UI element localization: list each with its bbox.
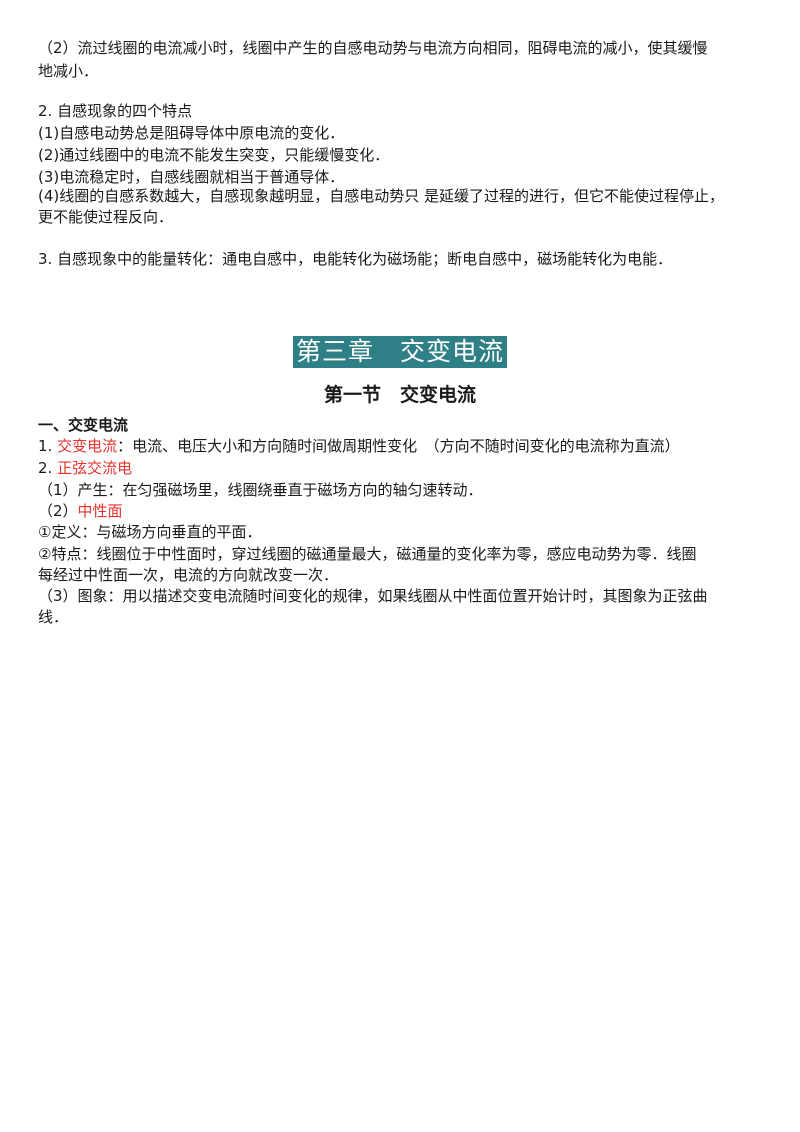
- section-title: 第一节 交变电流: [323, 384, 476, 406]
- production-text: （1）产生：在匀强磁场里，线圈绕垂直于磁场方向的轴匀速转动．: [38, 481, 483, 499]
- neutral-plane-feature-line-2: 每经过中性面一次，电流的方向就改变一次．: [38, 566, 339, 584]
- feature-item-2: (2)通过线圈中的电流不能发生突变，只能缓慢变化．: [38, 146, 390, 164]
- neutral-plane-definition: ①定义：与磁场方向垂直的平面．: [38, 523, 262, 541]
- feature-item-4-line-1: (4)线圈的自感系数越大，自感现象越明显，自感电动势只 是延缓了过程的进行，但它…: [38, 187, 725, 205]
- energy-conversion-text: 3. 自感现象中的能量转化：通电自感中，电能转化为磁场能；断电自感中，磁场能转化…: [38, 250, 673, 268]
- neutral-plane-heading: （2）中性面: [38, 500, 778, 522]
- feature-item-1: (1)自感电动势总是阻碍导体中原电流的变化．: [38, 124, 345, 142]
- chapter-title-row: 第三章 交变电流: [0, 336, 800, 370]
- definition-sine-number: 2.: [38, 459, 58, 477]
- definition-ac-term: 交变电流: [57, 437, 118, 455]
- intro-paragraph-line-1: （2）流过线圈的电流减小时，线圈中产生的自感电动势与电流方向相同，阻碍电流的减小…: [38, 39, 708, 57]
- definition-ac-text: ：电流、电压大小和方向随时间做周期性变化 （方向不随时间变化的电流称为直流）: [117, 437, 680, 455]
- definition-sine-term: 正弦交流电: [57, 459, 133, 477]
- definition-ac: 1. 交变电流：电流、电压大小和方向随时间做周期性变化 （方向不随时间变化的电流…: [38, 435, 778, 457]
- definition-ac-number: 1.: [38, 437, 58, 455]
- definition-sine: 2. 正弦交流电: [38, 457, 778, 479]
- neutral-plane-feature-line-1: ②特点：线圈位于中性面时，穿过线圈的磁通量最大，磁通量的变化率为零，感应电动势为…: [38, 545, 697, 563]
- chapter-title: 第三章 交变电流: [292, 336, 507, 368]
- features-heading: 2. 自感现象的四个特点: [38, 102, 193, 120]
- topic-heading: 一、交变电流: [38, 416, 129, 434]
- feature-item-3: (3)电流稳定时，自感线圈就相当于普通导体．: [38, 168, 345, 186]
- intro-paragraph-line-2: 地减小．: [38, 62, 99, 80]
- neutral-plane-number: （2）: [38, 502, 78, 520]
- graph-description-line-1: （3）图象：用以描述交变电流随时间变化的规律，如果线圈从中性面位置开始计时，其图…: [38, 587, 708, 605]
- feature-item-4-line-2: 更不能使过程反向．: [38, 208, 174, 226]
- neutral-plane-term: 中性面: [77, 502, 123, 520]
- graph-description-line-2: 线．: [38, 608, 69, 626]
